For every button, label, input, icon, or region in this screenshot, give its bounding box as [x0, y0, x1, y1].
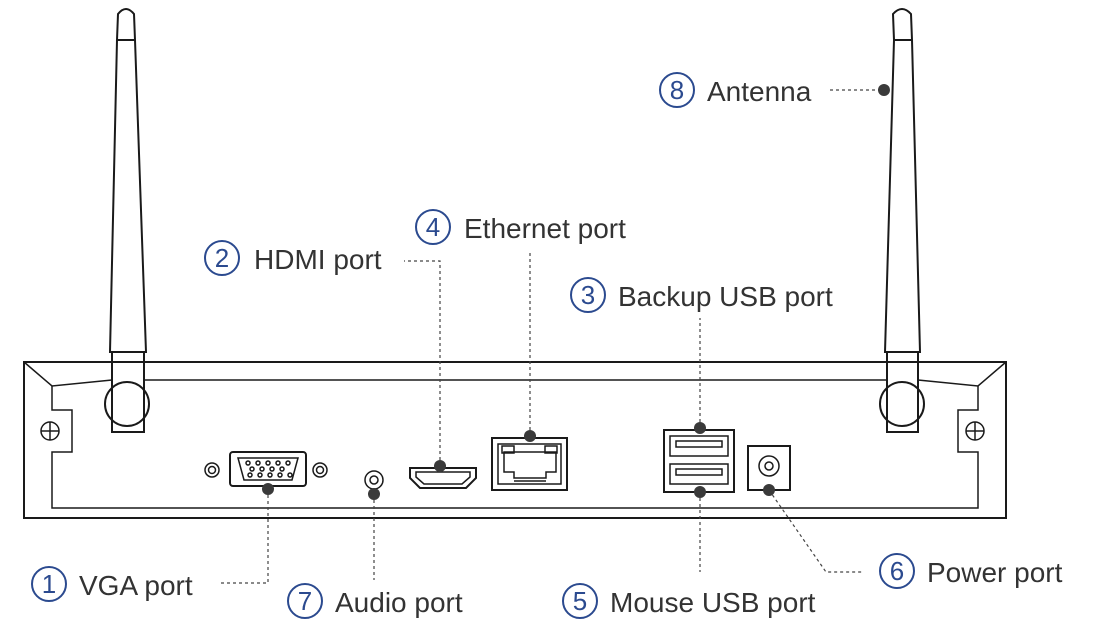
- callout-mouse-usb: 5 Mouse USB port: [562, 583, 816, 619]
- callout-number-ring: [562, 583, 598, 619]
- ethernet-port: [491, 437, 568, 491]
- callout-number: 5: [573, 586, 587, 616]
- callout-number-ring: [879, 553, 915, 589]
- callout-vga: 1 VGA port: [31, 566, 193, 602]
- callout-number-ring: [415, 209, 451, 245]
- callout-number-ring: [31, 566, 67, 602]
- callout-label: Antenna: [707, 76, 812, 107]
- callout-label: HDMI port: [254, 244, 382, 275]
- callout-number: 4: [426, 212, 440, 242]
- power-port: [747, 445, 791, 491]
- usb-ports: [663, 429, 735, 493]
- callout-number-ring: [204, 240, 240, 276]
- chassis: [23, 361, 1007, 519]
- mount-screw-right: [965, 421, 985, 441]
- callout-number: 7: [298, 586, 312, 616]
- mount-screw-left: [40, 421, 60, 441]
- callout-number-ring: [287, 583, 323, 619]
- leader-lines: [220, 89, 884, 584]
- callout-number-ring: [570, 277, 606, 313]
- callout-hdmi: 2 HDMI port: [204, 240, 382, 276]
- callout-number: 1: [42, 569, 56, 599]
- callout-ethernet: 4 Ethernet port: [415, 209, 626, 245]
- callout-number: 6: [890, 556, 904, 586]
- callout-label: Backup USB port: [618, 281, 833, 312]
- callout-label: Mouse USB port: [610, 587, 816, 618]
- callout-label: Audio port: [335, 587, 463, 618]
- callout-power: 6 Power port: [879, 553, 1063, 589]
- callout-antenna: 8 Antenna: [659, 72, 812, 108]
- anchor-dots: [262, 84, 890, 500]
- callout-label: Ethernet port: [464, 213, 626, 244]
- antenna-right: [879, 8, 925, 433]
- callout-audio: 7 Audio port: [287, 583, 463, 619]
- antenna-left: [104, 8, 150, 433]
- callout-label: VGA port: [79, 570, 193, 601]
- hdmi-port: [409, 467, 477, 489]
- callout-number: 8: [670, 75, 684, 105]
- callout-number: 3: [581, 280, 595, 310]
- vga-port: [204, 451, 328, 487]
- callout-number: 2: [215, 243, 229, 273]
- callout-number-ring: [659, 72, 695, 108]
- callout-label: Power port: [927, 557, 1063, 588]
- audio-jack: [364, 470, 384, 490]
- callout-backup-usb: 3 Backup USB port: [570, 277, 833, 313]
